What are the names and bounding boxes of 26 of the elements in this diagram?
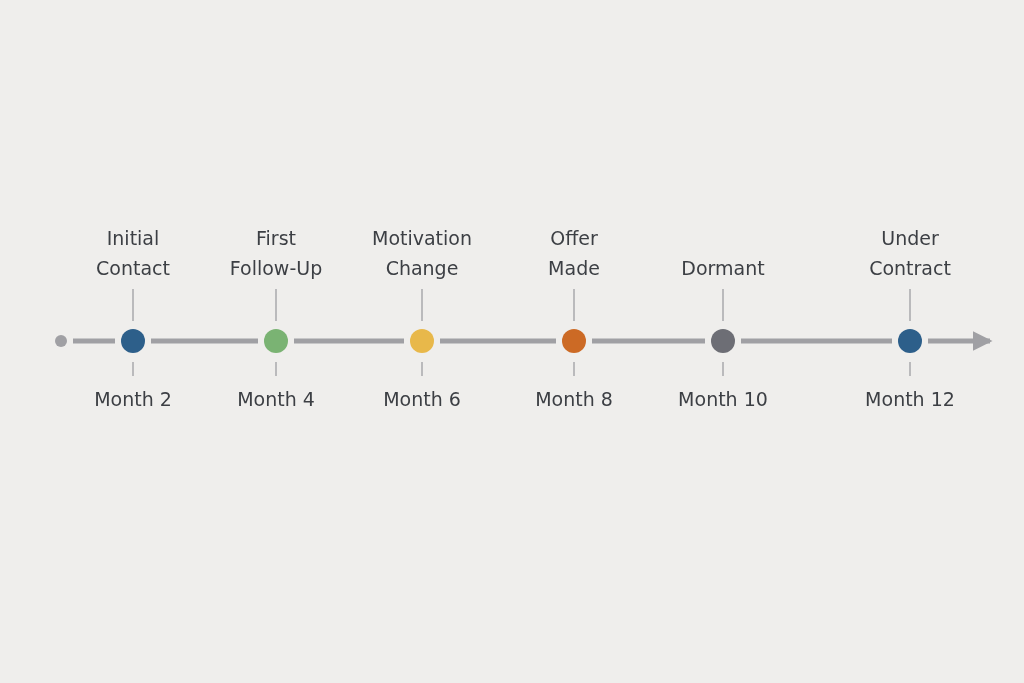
date-label: Month 4 [236, 387, 316, 412]
start-dot [55, 335, 67, 347]
milestone-dot [898, 329, 922, 353]
milestone-label: Motivation Change [371, 226, 473, 281]
milestone-dot [711, 329, 735, 353]
timeline-segment [73, 338, 115, 344]
timeline-segment [592, 338, 705, 344]
milestone-label: Under Contract [868, 226, 952, 281]
milestone-label: Initial Contact [95, 226, 171, 281]
date-label: Month 6 [382, 387, 462, 412]
date-label: Month 8 [534, 387, 614, 412]
milestone-dot [410, 329, 434, 353]
date-label: Month 10 [677, 387, 769, 412]
timeline-segment [440, 338, 556, 344]
timeline-segment [294, 338, 404, 344]
milestone-dot [562, 329, 586, 353]
timeline-segment [151, 338, 258, 344]
date-label: Month 2 [93, 387, 173, 412]
milestone-label: First Follow-Up [228, 226, 324, 281]
milestone-label: Offer Made [547, 226, 601, 281]
timeline-segment [741, 338, 892, 344]
milestone-dot [264, 329, 288, 353]
date-label: Month 12 [864, 387, 956, 412]
milestone-label: Dormant [680, 256, 766, 281]
timeline-arrow [928, 331, 993, 351]
milestone-dot [121, 329, 145, 353]
